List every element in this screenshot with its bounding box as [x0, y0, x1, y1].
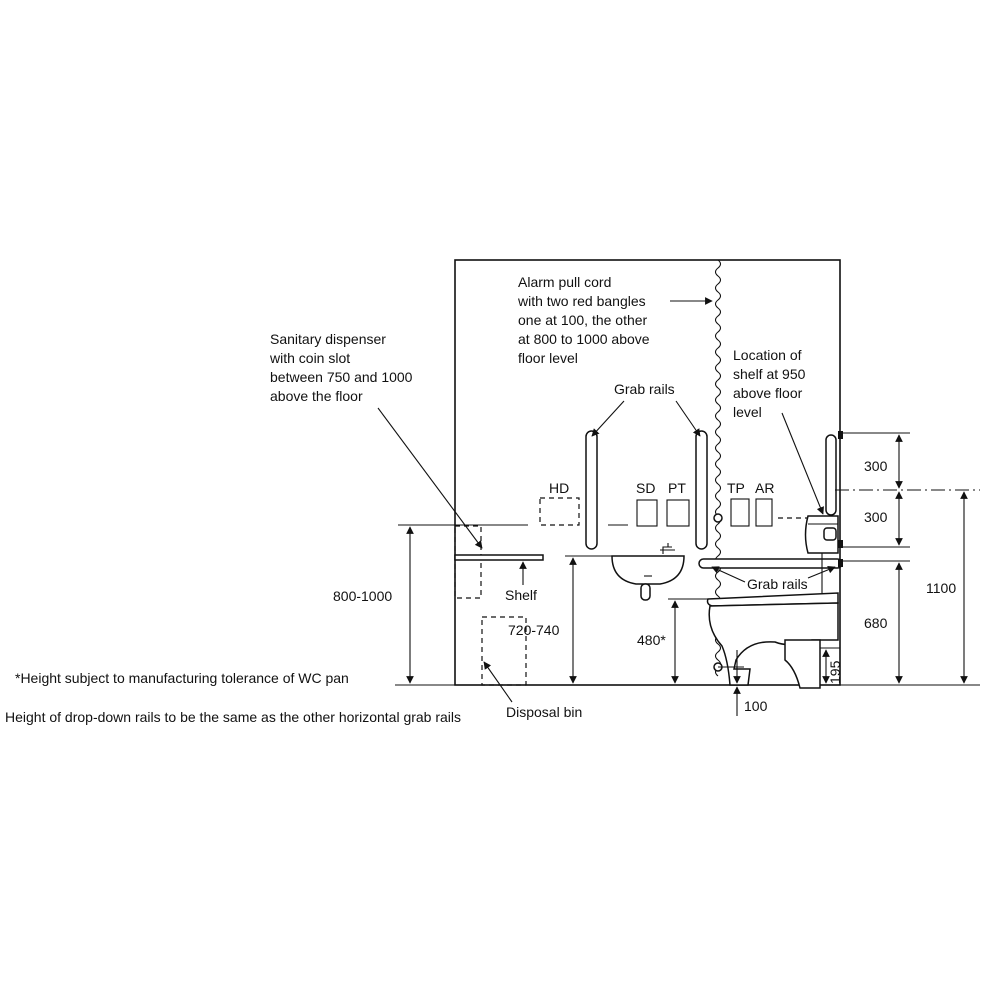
sanitary-dispenser-label: Sanitary dispenser with coin slot betwee… — [269, 331, 416, 404]
paper-towel-label: PT — [668, 480, 686, 496]
dim-480-text: 480* — [637, 632, 666, 648]
note-dropdown-rails: Height of drop-down rails to be the same… — [5, 709, 461, 725]
wall-bracket-upper — [838, 431, 843, 439]
sanitary-dispenser — [454, 525, 482, 599]
shelf-location-leader-arrow — [781, 412, 824, 515]
alarm-cord-label: Alarm pull cord with two red bangles one… — [517, 274, 653, 366]
shelf-label: Shelf — [505, 587, 537, 603]
toilet-paper-dispenser — [730, 498, 750, 527]
soap-dispenser-label: SD — [636, 480, 655, 496]
vertical-grab-rail-left — [585, 430, 598, 550]
disposal-bin-label: Disposal bin — [506, 704, 582, 720]
disposal-bin-leader-arrow — [483, 661, 513, 703]
drop-down-rail-vertical — [825, 434, 837, 516]
basin-tap — [660, 543, 675, 554]
hand-dryer-label: HD — [549, 480, 569, 496]
shelf — [454, 554, 544, 561]
note-tolerance: *Height subject to manufacturing toleran… — [15, 670, 349, 686]
wall-bracket-lower — [838, 540, 843, 548]
dim-300-top-text: 300 — [864, 458, 888, 474]
grab-rails-bottom-leader-left — [711, 566, 746, 583]
dim-1100-text: 1100 — [926, 580, 956, 596]
hand-dryer — [539, 497, 580, 526]
wash-basin — [611, 555, 685, 585]
disposal-bin — [481, 616, 527, 686]
dispenser-leader-arrow — [377, 407, 483, 549]
shelf-location-label: Location of shelf at 950 above floor lev… — [733, 347, 809, 420]
alarm-bangle-upper — [713, 513, 723, 523]
wall-bracket-rail — [838, 559, 843, 567]
dim-300-bottom-text: 300 — [864, 509, 888, 525]
vertical-grab-rail-right — [695, 430, 708, 550]
grab-rails-top-label: Grab rails — [614, 381, 675, 397]
grab-rails-top-leader-left — [591, 400, 625, 437]
alarm-reset-label: AR — [755, 480, 774, 496]
wc-outlet-pipe — [784, 639, 821, 689]
paper-towel-dispenser — [666, 499, 690, 527]
wc-cistern — [804, 515, 839, 554]
room-wall-outline — [454, 259, 841, 686]
toilet-paper-label: TP — [727, 480, 745, 496]
grab-rails-top-leader-right — [675, 400, 701, 437]
dim-680-text: 680 — [864, 615, 888, 631]
alarm-reset-button — [755, 498, 773, 527]
grab-rails-bottom-label: Grab rails — [747, 576, 808, 592]
cistern-flush-handle — [823, 527, 837, 541]
dim-720-740-text: 720-740 — [508, 622, 560, 638]
horizontal-grab-rail — [698, 558, 843, 569]
dim-195-text: 195 — [827, 660, 843, 684]
dim-800-1000-text: 800-1000 — [333, 588, 392, 604]
basin-trap — [640, 583, 651, 601]
soap-dispenser — [636, 499, 658, 527]
dim-100-text: 100 — [744, 698, 768, 714]
